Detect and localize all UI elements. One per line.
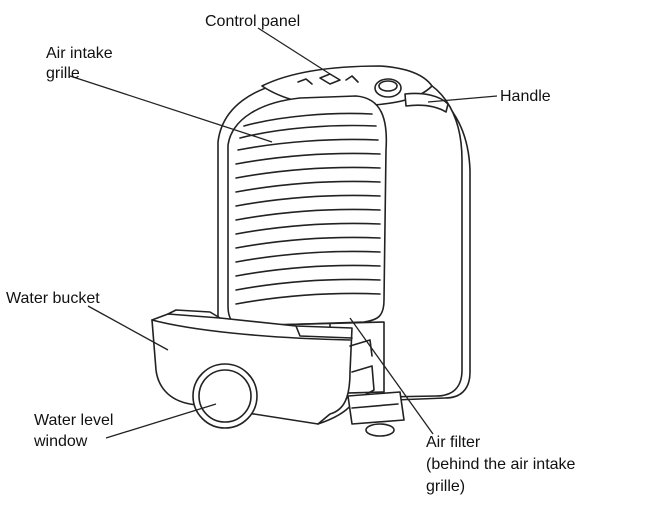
label-water-bucket: Water bucket [6,289,100,308]
leader-control-panel [258,28,330,74]
label-air-filter-2: (behind the air intake [426,455,575,474]
front-foot [366,424,394,436]
label-control-panel: Control panel [205,12,300,31]
label-air-intake-grille: Air intake [46,44,113,63]
leader-water-level-window [106,404,216,438]
label-handle: Handle [500,87,551,106]
label-air-filter: Air filter [426,433,480,452]
label-air-filter-3: grille) [426,477,465,496]
label-water-level-window: Water level [34,411,113,430]
label-water-level-window-2: window [34,432,87,451]
label-air-intake-grille-2: grille [46,64,80,83]
